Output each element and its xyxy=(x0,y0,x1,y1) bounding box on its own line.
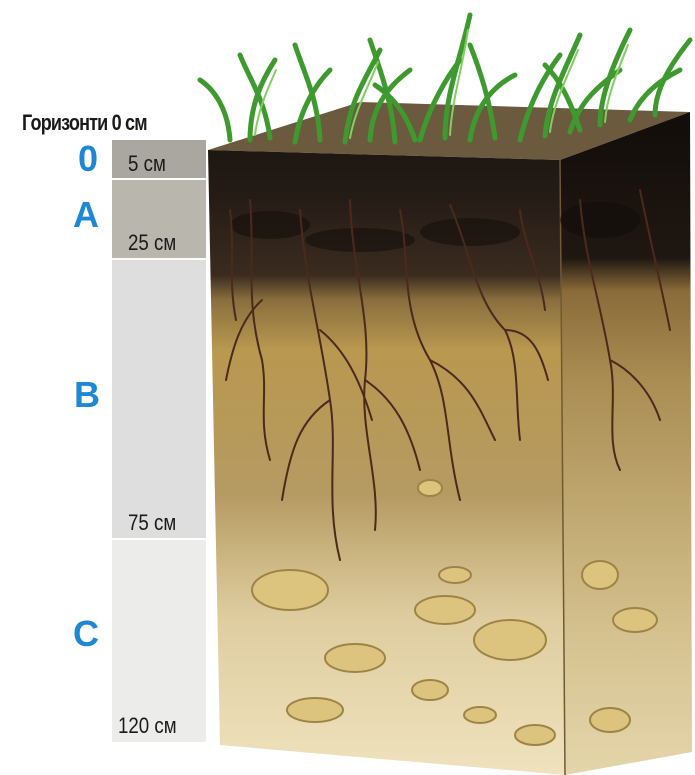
depth-label-25cm: 25 см xyxy=(128,230,176,256)
horizon-band-C xyxy=(112,540,206,742)
depth-label-5cm: 5 см xyxy=(128,151,166,177)
depth-label-120cm: 120 см xyxy=(118,713,177,739)
depth-label-75cm: 75 см xyxy=(128,510,176,536)
horizon-band-B xyxy=(112,260,206,538)
horizons-title: Горизонти 0 см xyxy=(22,110,147,136)
horizon-letter-C: C xyxy=(73,616,99,652)
horizon-letter-0: 0 xyxy=(78,141,98,177)
horizon-letter-A: A xyxy=(73,197,99,233)
horizon-letter-B: B xyxy=(74,377,100,413)
